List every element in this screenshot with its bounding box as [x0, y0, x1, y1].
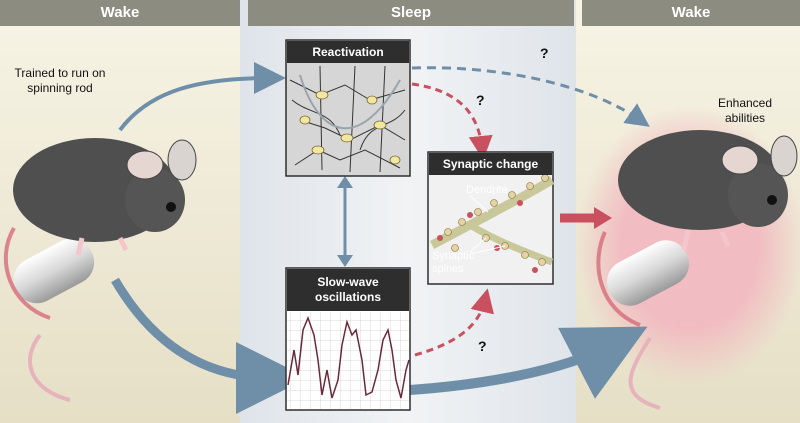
mouse-right-ear-back — [770, 135, 798, 177]
spines-pointer-2 — [469, 245, 506, 255]
question-mark-1: ? — [540, 45, 549, 61]
rotation-arrow-right — [596, 231, 641, 327]
header-wake-left: Wake — [100, 4, 140, 21]
oscillation-grid — [287, 312, 409, 409]
question-mark-3: ? — [478, 338, 487, 354]
neuron-cells — [299, 90, 401, 165]
dendrite-pointer — [469, 195, 489, 213]
spinning-rod-left — [13, 238, 95, 304]
arrow-wake-to-oscillations — [111, 277, 308, 414]
arrow-sleep-to-wake — [409, 326, 648, 399]
header-wake-right: Wake — [671, 4, 711, 21]
arrowhead-down — [337, 255, 353, 267]
mouse-right-head — [728, 163, 788, 227]
mouse-right-ear — [721, 145, 759, 175]
mouse-left-head — [125, 168, 185, 232]
mouse-right-eye — [767, 195, 777, 205]
mouse-right — [596, 130, 798, 410]
arrow-oscillation-to-synaptic — [414, 288, 494, 357]
left-header-bar — [0, 0, 240, 26]
label-enhanced: Enhanced abilities — [717, 96, 773, 125]
arrow-reactivation-to-wake-dashed — [411, 66, 650, 127]
box-title-synaptic-change: Synaptic change — [429, 153, 552, 175]
question-mark-2: ? — [476, 92, 485, 108]
box-title-slow-wave: Slow-wave oscillations — [287, 269, 409, 311]
spinning-rod-right — [606, 240, 690, 306]
synaptic-spine-highlights — [437, 200, 538, 273]
mouse-right-paws — [681, 229, 731, 251]
label-dendrite: Dendrite — [466, 184, 508, 196]
arrowhead-synaptic-to-wake — [594, 207, 612, 229]
arrow-wake-to-reactivation — [118, 62, 286, 132]
right-header-bar — [582, 0, 800, 26]
mouse-left-ear-back — [167, 139, 197, 181]
arrowhead-up — [337, 176, 353, 188]
mouse-left-eye — [166, 202, 176, 212]
center-header-bar — [248, 0, 574, 26]
mouse-left — [3, 138, 197, 402]
header-sleep: Sleep — [390, 4, 432, 21]
spines-pointer-1 — [469, 237, 487, 253]
box-title-reactivation: Reactivation — [287, 41, 409, 63]
mouse-left-paws — [75, 236, 129, 256]
label-trained: Trained to run on spinning rod — [14, 66, 106, 95]
arrow-reactivation-to-synaptic — [411, 82, 493, 160]
mouse-right-tail — [628, 336, 661, 410]
mouse-left-ear — [126, 150, 164, 180]
mouse-left-tail — [28, 333, 71, 402]
oscillation-trace — [287, 315, 410, 399]
label-spines: Synaptic spines — [432, 250, 475, 275]
rotation-arrow-left — [3, 226, 51, 320]
